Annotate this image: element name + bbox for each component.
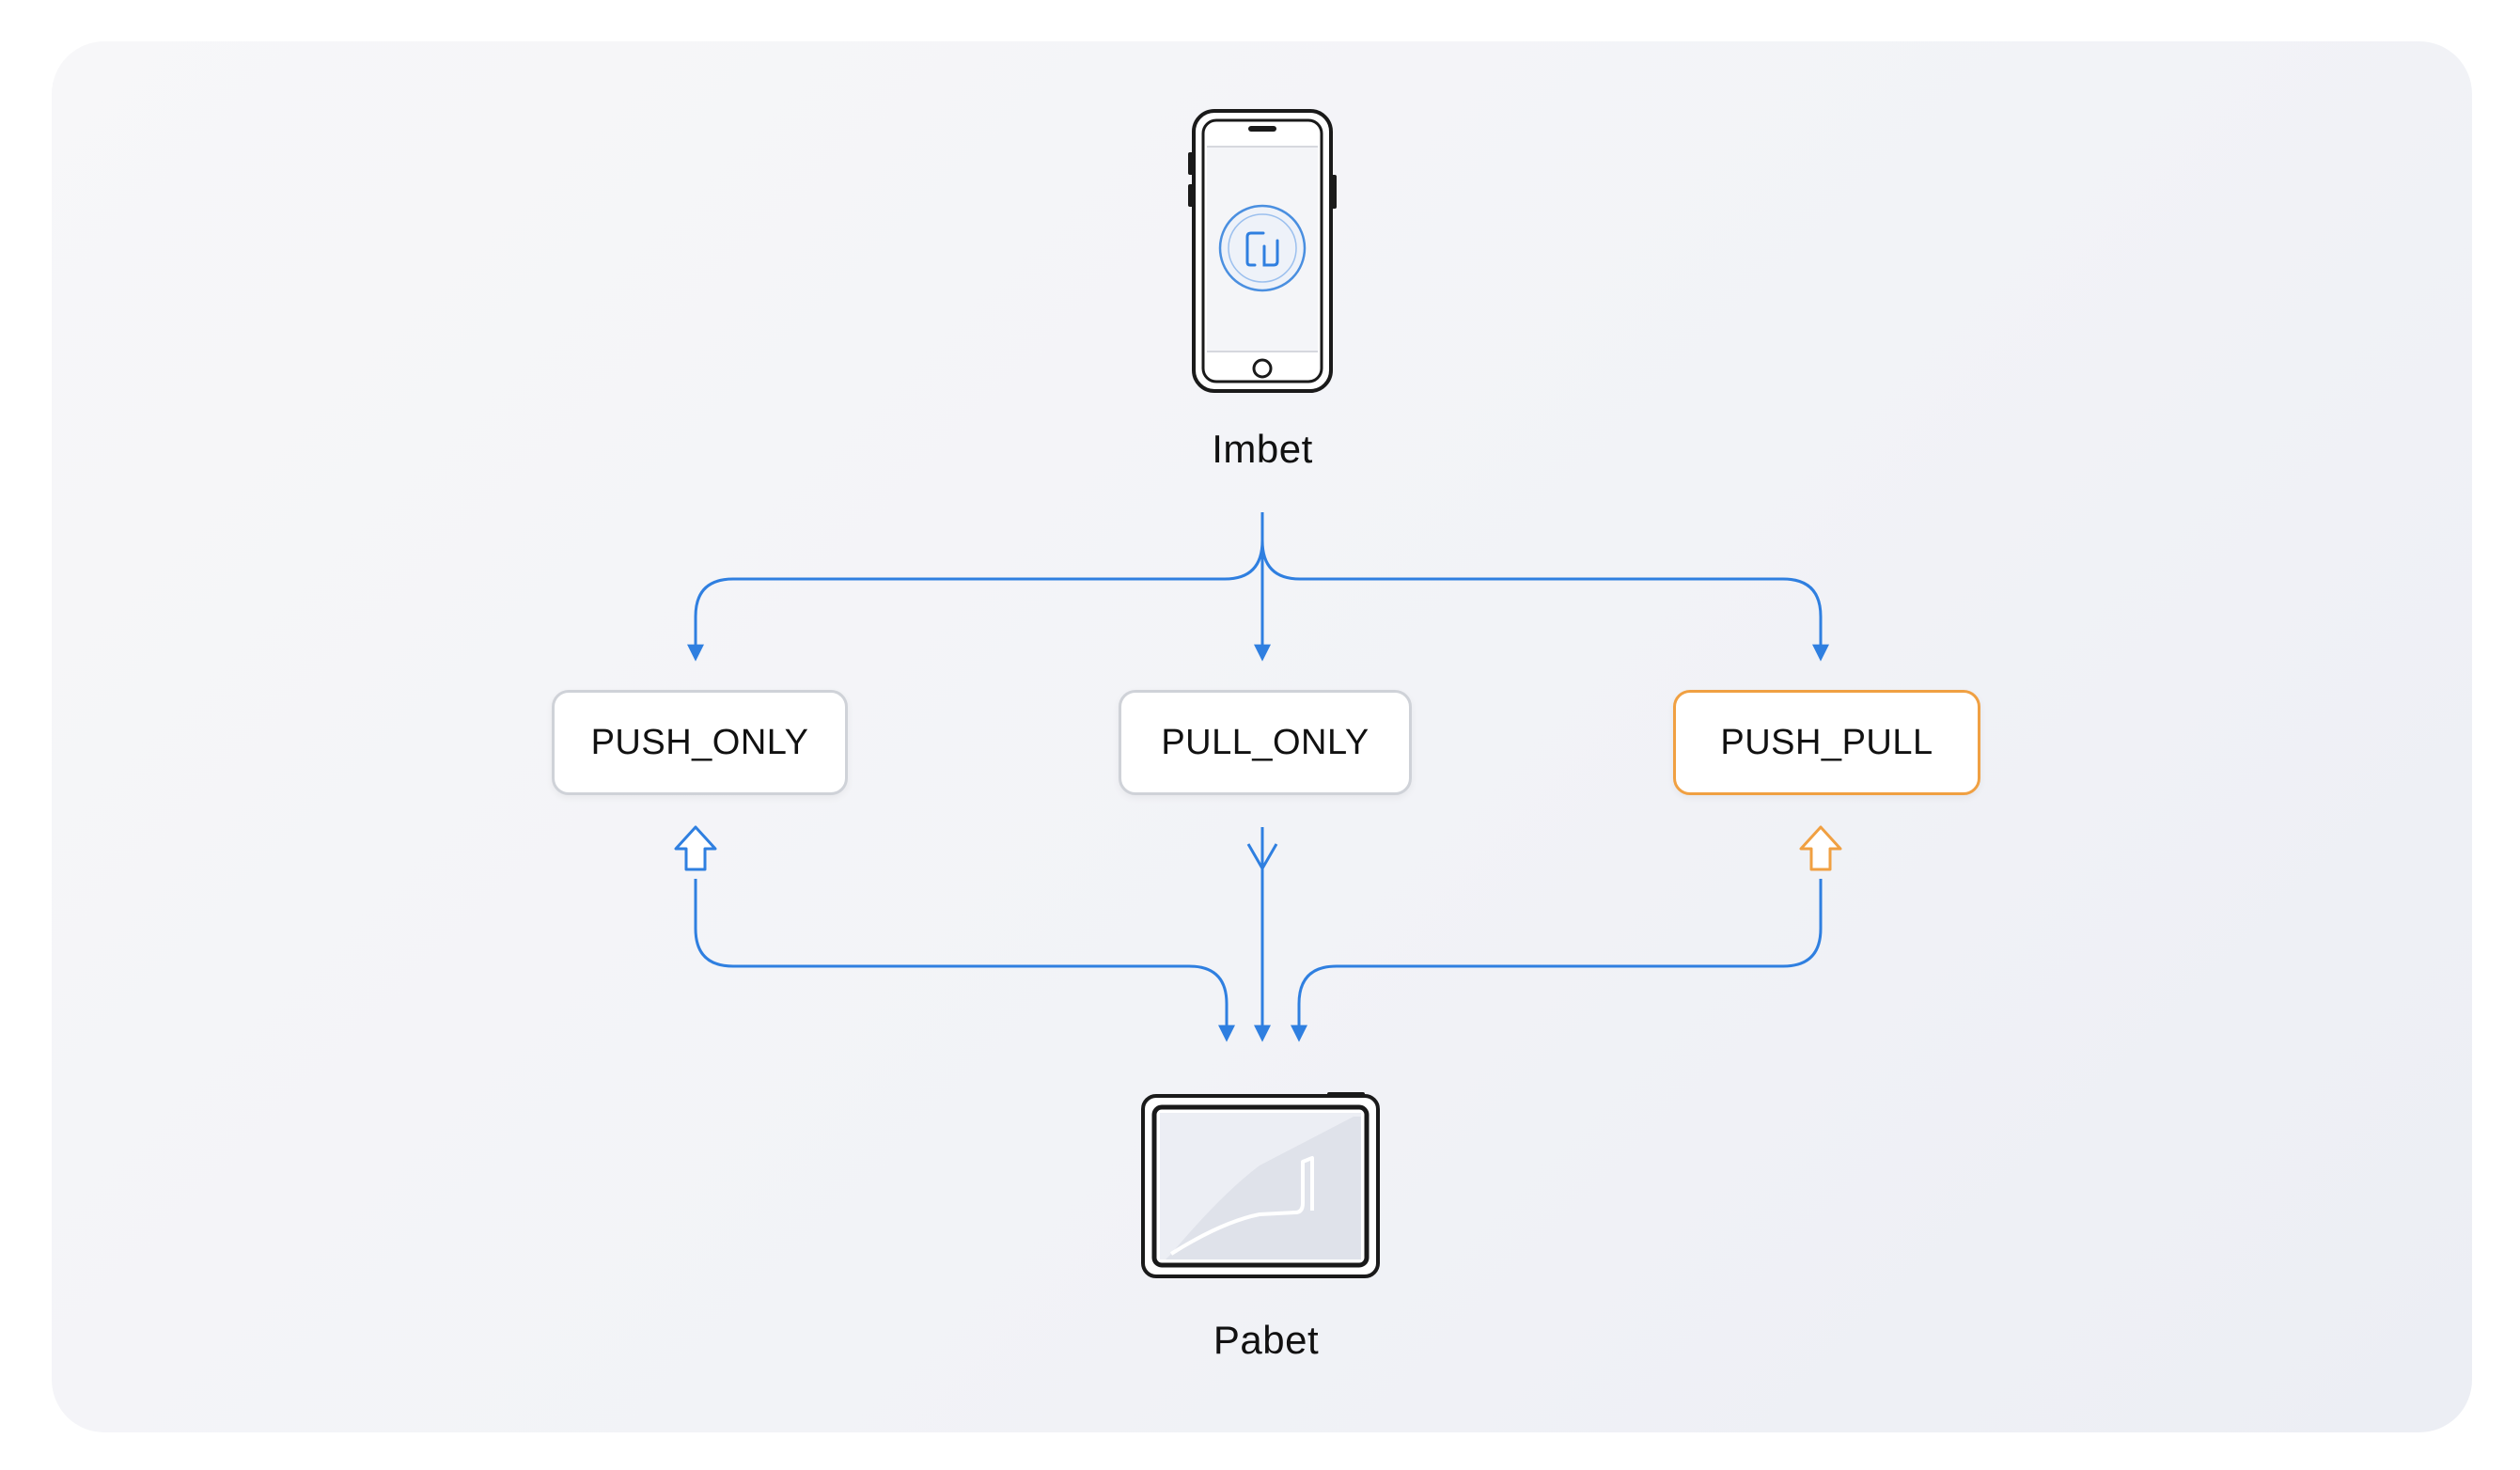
upstream-connectors — [694, 827, 1823, 1042]
smartphone-icon — [1188, 109, 1337, 393]
tablet-icon — [1141, 1092, 1380, 1278]
top-device-label: Imbet — [1212, 427, 1313, 471]
bottom-device-label: Pabet — [1213, 1318, 1320, 1362]
mode-push-pull[interactable]: PUSH_PULL — [1673, 690, 1980, 795]
downstream-connectors — [687, 512, 1829, 662]
push-pull-up-arrow-icon — [1799, 825, 1842, 871]
mode-pull-only[interactable]: PULL_ONLY — [1119, 690, 1412, 795]
push-up-arrow-icon — [674, 825, 717, 871]
mode-push-only[interactable]: PUSH_ONLY — [552, 690, 848, 795]
